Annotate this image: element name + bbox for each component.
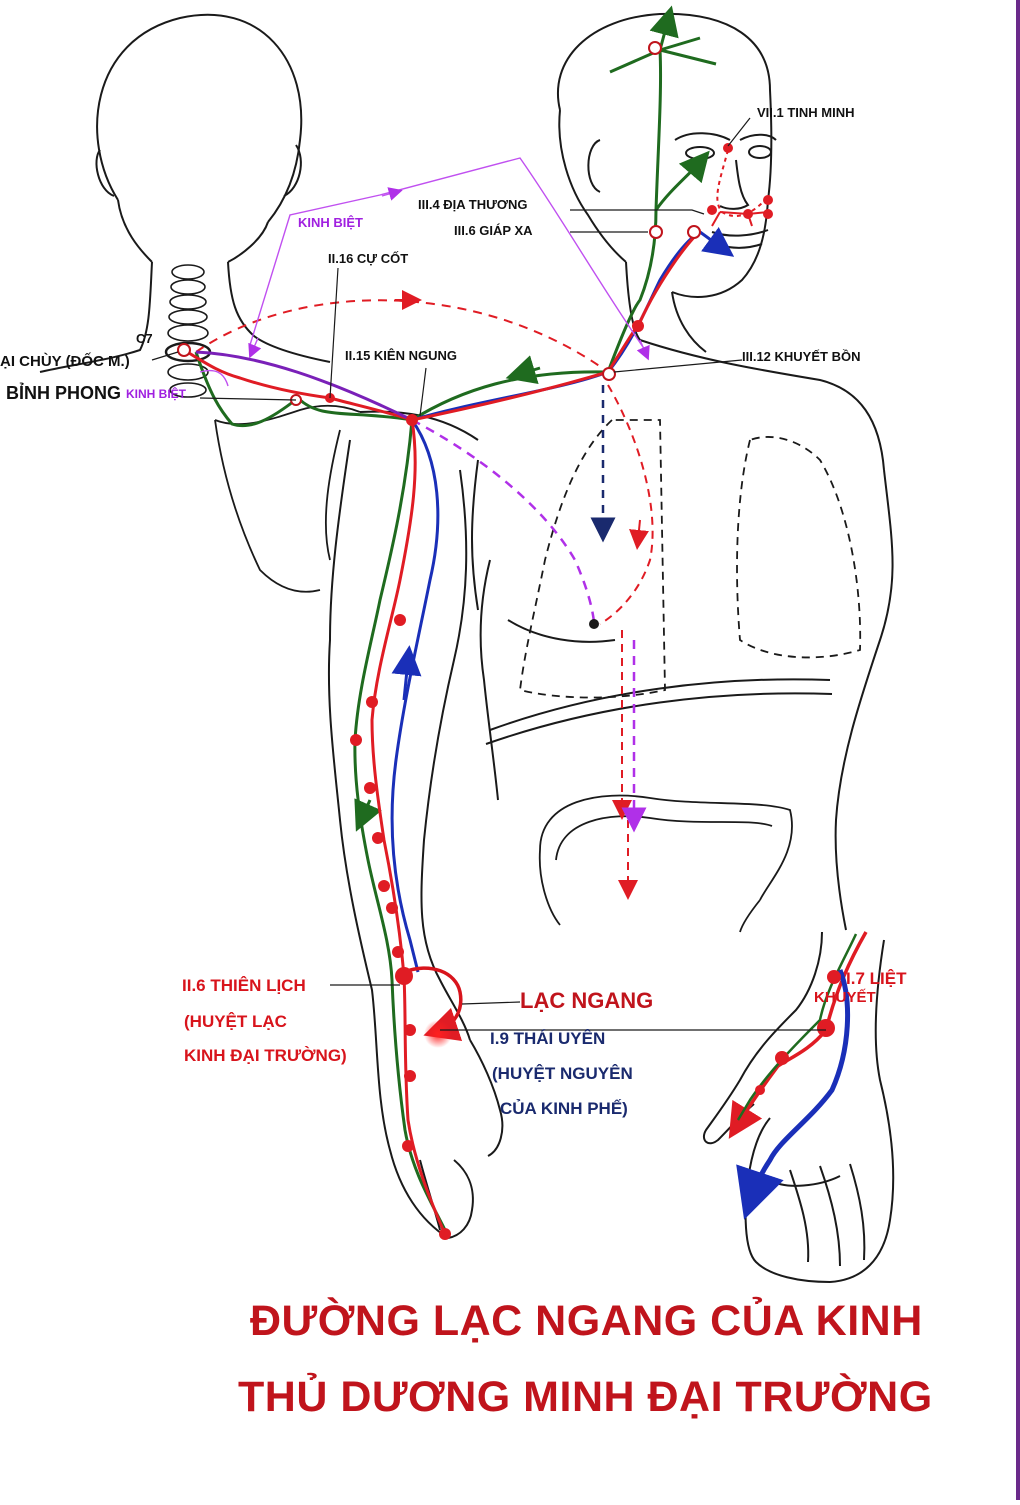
blue-meridian-path [390,419,440,973]
front-face-outline [557,12,777,298]
label-cu-cot: II.16 CỰ CỐT [328,251,409,266]
label-thien-lich-1: II.6 THIÊN LỊCH [182,976,306,995]
title-line-1: ĐƯỜNG LẠC NGANG CỦA KINH [250,1297,923,1345]
lung-outlines [519,419,862,699]
label-lac-ngang: LẠC NGANG [520,988,654,1013]
inset-blue-meridian [736,969,851,1220]
label-liet-khuyet-1: I.7 LIỆT [846,969,907,988]
label-thai-uyen-2: (HUYỆT NGUYÊN [492,1064,633,1083]
red-meridian-path [183,348,447,1235]
title-line-2: THỦ DƯƠNG MINH ĐẠI TRƯỜNG [238,1373,933,1421]
hollow-acupoints [177,41,701,406]
front-body-outline [359,261,894,931]
lac-ngang-curve [403,966,463,1042]
arm-outline [327,439,504,1239]
large-intestine-outline [538,794,793,933]
label-dai-chuy: ẠI CHÙY (ĐỐC M.) [0,353,130,370]
label-thai-uyen-1: I.9 THÁI UYÊN [490,1029,606,1048]
label-thai-uyen-3: CỦA KINH PHẾ) [500,1099,628,1118]
label-tinh-minh: VII.1 TINH MINH [757,105,855,120]
label-giap-xa: III.6 GIÁP XA [454,223,533,238]
inset-red-meridian [728,931,868,1139]
inset-hand-outline [702,931,895,1283]
leader-lines [151,117,826,1031]
green-meridian-path [353,49,663,1231]
shoulder-blade-outline [214,404,361,593]
label-dia-thuong: III.4 ĐỊA THƯƠNG [418,197,528,212]
label-khuyet-bon: III.12 KHUYẾT BỒN [742,349,861,364]
back-head-outline [39,13,331,373]
label-binh-phong: BỈNH PHONG [6,383,122,403]
label-thien-lich-2: (HUYỆT LẠC [184,1012,287,1031]
label-kinh-biet-top: KINH BIỆT [298,215,363,230]
right-edge-border [1016,0,1020,1500]
label-kien-ngung: II.15 KIÊN NGUNG [345,348,457,363]
label-c7: C7 [136,331,153,346]
label-thien-lich-3: KINH ĐẠI TRƯỜNG) [184,1046,347,1065]
purple-kinh-biet-line [195,350,413,422]
inset-green-meridian [736,933,858,1121]
cervical-spine [164,264,212,398]
label-kinh-biet-small: KINH BIỆT [126,387,186,401]
red-dashed-arc [195,299,609,373]
acupoint-dots [325,143,841,1240]
purple-dashed-branch [411,418,596,623]
red-dashed-branch [599,384,654,625]
label-liet-khuyet-2: KHUYẾT [814,989,876,1006]
